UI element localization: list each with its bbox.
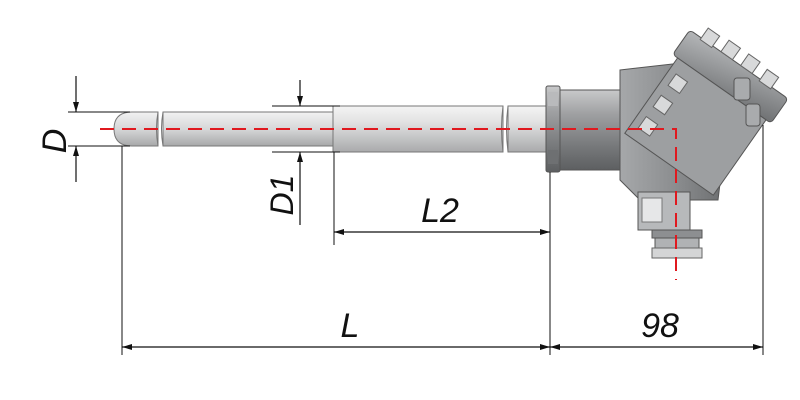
dim-label-l: L xyxy=(341,307,360,345)
dim-label-d: D xyxy=(36,129,74,154)
center-axis-line xyxy=(100,128,677,280)
dim-label-98: 98 xyxy=(641,307,679,345)
dimension-lines xyxy=(73,76,763,350)
dim-label-d1: D1 xyxy=(264,175,300,216)
extension-lines xyxy=(68,105,764,355)
probe-tip-section xyxy=(113,111,334,147)
dim-label-l2: L2 xyxy=(421,192,459,230)
connection-head xyxy=(545,27,788,259)
